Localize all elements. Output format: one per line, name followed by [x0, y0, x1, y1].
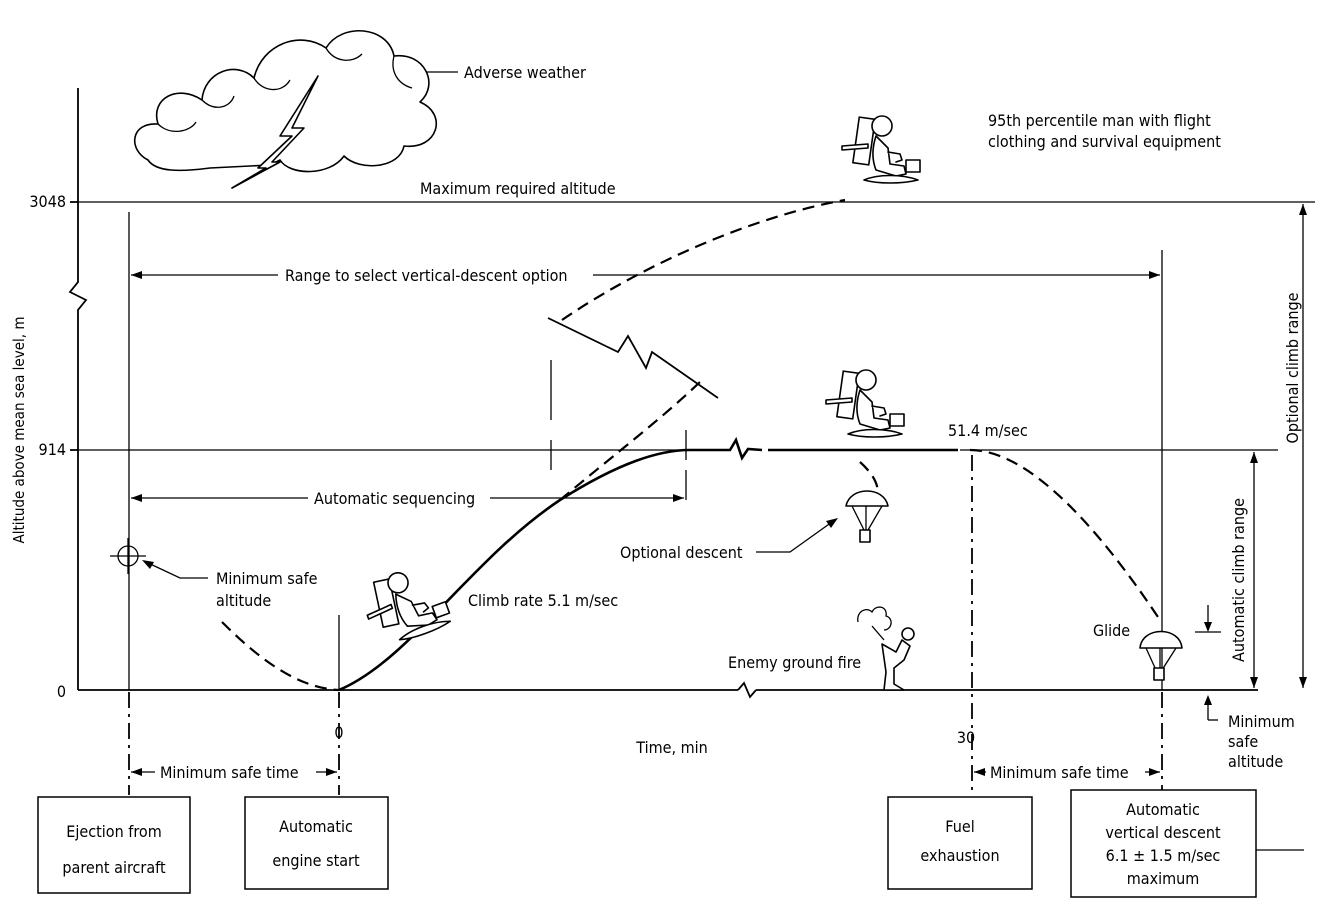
x-axis: 0 30 Time, min: [334, 723, 975, 757]
optional-descent-label: Optional descent: [620, 543, 743, 562]
storm-cloud-icon: [133, 29, 437, 189]
max-altitude-line: Maximum required altitude: [78, 179, 1315, 203]
box-vd-line4: maximum: [1127, 869, 1200, 888]
y-axis: Altitude above mean sea level, m 3048 91…: [10, 88, 88, 701]
min-safe-alt-right-3: altitude: [1228, 752, 1283, 771]
automatic-sequencing: Automatic sequencing: [131, 489, 684, 508]
automatic-sequencing-label: Automatic sequencing: [314, 489, 475, 508]
y-tick-3048: 3048: [29, 192, 66, 211]
range-vertical-descent: Range to select vertical-descent option: [131, 266, 1160, 285]
min-safe-altitude-left: Minimum safe altitude: [110, 538, 318, 610]
man-caption-line1: 95th percentile man with flight: [988, 111, 1211, 130]
y-tick-0: 0: [57, 682, 66, 701]
x-tick-0: 0: [334, 723, 343, 742]
x-axis-title: Time, min: [635, 738, 707, 757]
x-tick-30: 30: [957, 728, 975, 747]
optional-climb-range: Optional climb range: [1283, 204, 1307, 688]
min-safe-alt-left-2: altitude: [216, 591, 271, 610]
box-engine-line1: Automatic: [279, 817, 353, 836]
box-fuel-line2: exhaustion: [920, 846, 999, 865]
box-ejection-line1: Ejection from: [66, 822, 161, 841]
automatic-climb-range: Automatic climb range: [1229, 452, 1258, 688]
trajectory: [221, 198, 1161, 692]
min-safe-time-left-label: Minimum safe time: [160, 763, 299, 782]
box-vd-line3: 6.1 ± 1.5 m/sec: [1106, 846, 1221, 865]
pilot-figure-climb: [356, 559, 455, 651]
adverse-weather-label: Adverse weather: [464, 63, 586, 82]
automatic-climb-range-label: Automatic climb range: [1229, 498, 1248, 662]
y-tick-914: 914: [39, 440, 66, 459]
box-vertical-descent: Automatic vertical descent 6.1 ± 1.5 m/s…: [1070, 789, 1304, 898]
box-vd-line1: Automatic: [1126, 800, 1200, 819]
box-fuel-exhaustion: Fuel exhaustion: [887, 796, 1033, 890]
min-safe-alt-left-1: Minimum safe: [216, 569, 318, 588]
box-ejection-line2: parent aircraft: [62, 858, 166, 877]
man-caption-line2: clothing and survival equipment: [988, 132, 1221, 151]
min-safe-alt-right-1: Minimum: [1228, 712, 1295, 731]
box-engine-start: Automatic engine start: [244, 796, 389, 890]
optional-descent-callout: Optional descent: [620, 518, 838, 562]
pilot-figure-top: [841, 115, 921, 184]
optional-climb-range-label: Optional climb range: [1283, 292, 1302, 443]
box-engine-line2: engine start: [272, 851, 360, 870]
range-vertical-descent-label: Range to select vertical-descent option: [285, 266, 568, 285]
y-axis-title: Altitude above mean sea level, m: [10, 317, 28, 544]
min-safe-time-right: Minimum safe time: [974, 763, 1160, 782]
max-altitude-label: Maximum required altitude: [420, 179, 616, 198]
min-safe-time-right-label: Minimum safe time: [990, 763, 1129, 782]
min-safe-alt-right-2: safe: [1228, 732, 1258, 751]
climb-rate-label: Climb rate 5.1 m/sec: [468, 591, 618, 610]
event-markers: [128, 212, 1163, 795]
min-safe-time-left: Minimum safe time: [131, 763, 337, 782]
enemy-soldier-icon: [857, 606, 915, 691]
min-safe-altitude-right: Minimum safe altitude: [1195, 605, 1295, 771]
ground-line: [78, 681, 1258, 699]
parachute-icon-glide: [1139, 630, 1183, 681]
box-vd-line2: vertical descent: [1105, 823, 1221, 842]
man-caption: 95th percentile man with flight clothing…: [988, 111, 1221, 151]
cruise-speed-label: 51.4 m/sec: [948, 421, 1028, 440]
box-fuel-line1: Fuel: [945, 817, 974, 836]
parachute-icon-optional: [845, 490, 889, 543]
pilot-figure-cruise: [825, 369, 905, 438]
enemy-ground-fire-label: Enemy ground fire: [728, 653, 861, 672]
box-ejection: Ejection from parent aircraft: [37, 796, 191, 894]
glide-label: Glide: [1093, 621, 1130, 640]
